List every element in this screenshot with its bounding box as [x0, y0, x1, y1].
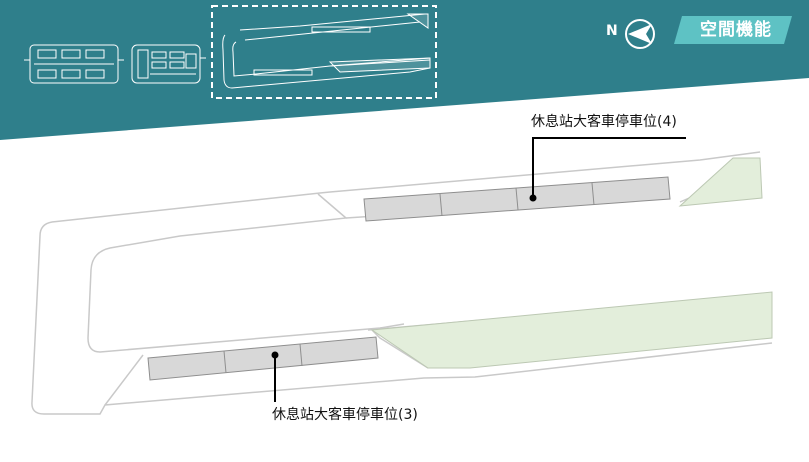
bus-bays-4-label: 休息站大客車停車位(4) [531, 114, 677, 130]
compass-icon [625, 19, 655, 49]
leader-line-3 [271, 351, 279, 402]
thumbnail-site-2[interactable] [131, 44, 206, 84]
north-label: N [606, 23, 618, 39]
thumbnail-site-1[interactable] [24, 44, 124, 84]
thumbnail-site-3[interactable] [211, 5, 437, 99]
bus-bays-4 [363, 176, 671, 222]
leader-line-4 [529, 137, 686, 202]
title-badge [674, 16, 792, 44]
green-area-lower [370, 291, 773, 369]
bus-bays-3-label: 休息站大客車停車位(3) [272, 407, 418, 423]
header-band [0, 0, 809, 140]
bus-bays-3 [147, 336, 379, 381]
page-title: 空間機能 [700, 20, 772, 40]
green-area-upper [678, 157, 763, 207]
